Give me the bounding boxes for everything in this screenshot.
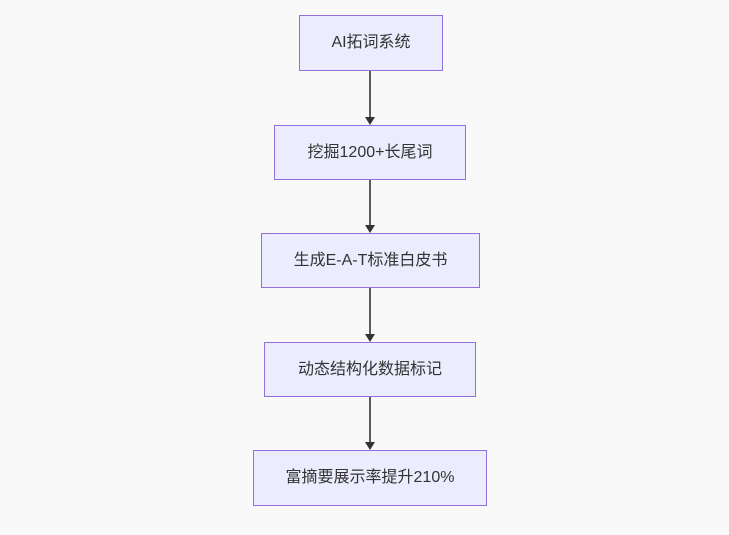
flowchart-edge-c-d	[364, 288, 376, 342]
node-label: 动态结构化数据标记	[297, 360, 442, 378]
flowchart-node-d: 动态结构化数据标记	[264, 342, 476, 397]
edge-line	[369, 71, 371, 117]
flowchart-node-c: 生成E-A-T标准白皮书	[261, 233, 480, 288]
flowchart-edge-a-b	[364, 71, 376, 125]
node-label: 挖掘1200+长尾词	[307, 143, 433, 161]
node-label: AI拓词系统	[331, 34, 411, 52]
arrowhead-down-icon	[365, 442, 375, 450]
edge-line	[369, 180, 371, 225]
edge-line	[369, 288, 371, 334]
flowchart-node-e: 富摘要展示率提升210%	[253, 450, 487, 506]
edge-line	[369, 397, 371, 442]
flowchart-edge-d-e	[364, 397, 376, 450]
flowchart-edge-b-c	[364, 180, 376, 233]
flowchart-node-b: 挖掘1200+长尾词	[274, 125, 466, 180]
flowchart-node-a: AI拓词系统	[299, 15, 443, 71]
arrowhead-down-icon	[365, 334, 375, 342]
arrowhead-down-icon	[365, 225, 375, 233]
node-label: 富摘要展示率提升210%	[285, 469, 455, 487]
arrowhead-down-icon	[365, 117, 375, 125]
node-label: 生成E-A-T标准白皮书	[293, 251, 448, 269]
